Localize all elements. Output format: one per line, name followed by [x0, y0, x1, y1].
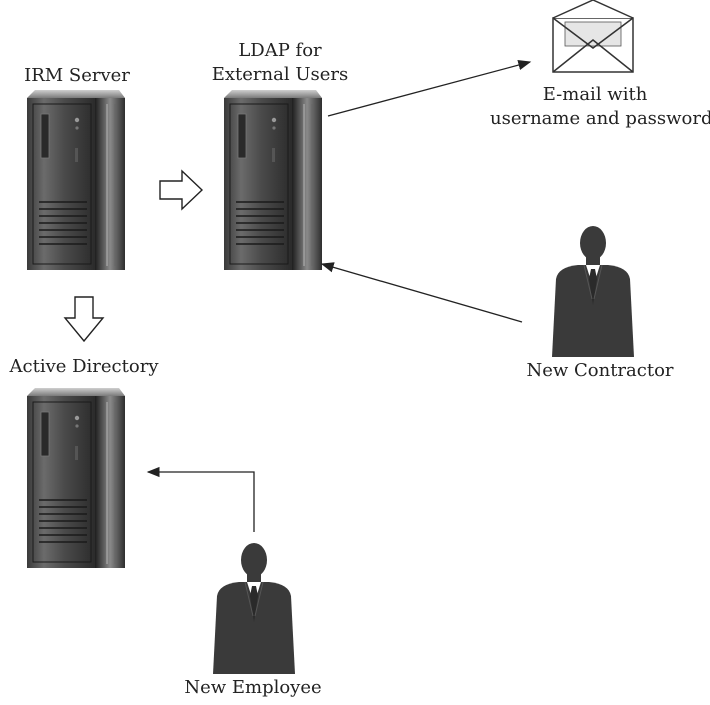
irm-server-icon: [26, 89, 126, 271]
ldap-server-icon: [223, 89, 323, 271]
irm-server-label: IRM Server: [24, 65, 130, 86]
active-directory-server-icon: [26, 387, 126, 569]
replicate-right-arrow-icon: [159, 169, 204, 211]
active-directory-label: Active Directory: [9, 356, 159, 377]
new-contractor-person-icon: [551, 225, 635, 358]
employee-to-ad-arrow: [146, 466, 255, 532]
contractor-to-ldap-arrow: [320, 262, 523, 323]
new-employee-person-icon: [212, 542, 296, 675]
new-employee-label: New Employee: [184, 677, 322, 698]
envelope-icon: [552, 0, 634, 73]
replicate-down-arrow-icon: [63, 296, 105, 343]
ldap-label-line2: External Users: [211, 64, 349, 85]
new-contractor-label: New Contractor: [526, 360, 674, 381]
email-label-line2: username and password: [490, 108, 710, 129]
email-label-line1: E-mail with: [542, 84, 648, 105]
ldap-to-email-arrow: [327, 59, 532, 117]
ldap-label-line1: LDAP for: [238, 40, 322, 61]
